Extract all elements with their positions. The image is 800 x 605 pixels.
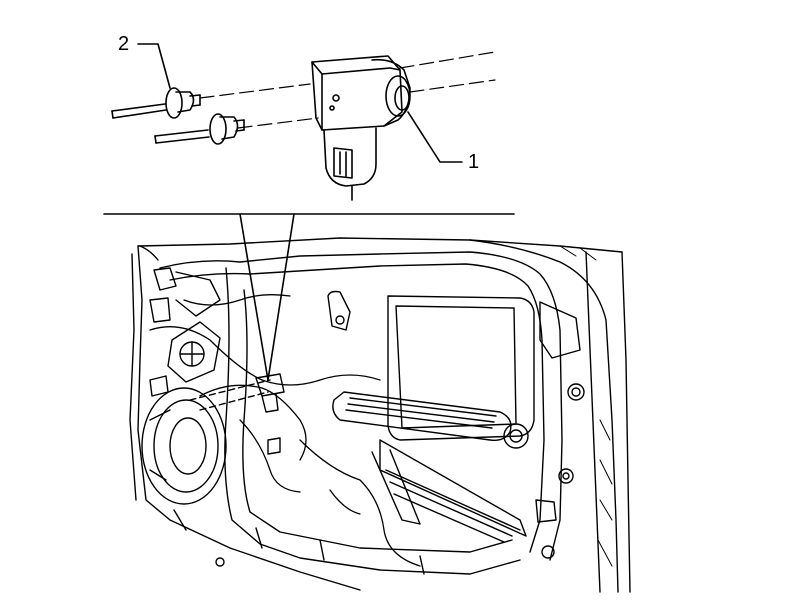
- location-leaders: [103, 213, 515, 381]
- bolt-lower: [154, 113, 245, 145]
- wiring-harness: [149, 294, 421, 567]
- grommet-upper: [167, 321, 221, 383]
- exploded-view: [103, 43, 515, 381]
- callout-1-leader: [407, 111, 463, 163]
- bolt-upper: [111, 87, 201, 119]
- callout-2-label: 2: [118, 33, 130, 55]
- sensor-module: [311, 55, 411, 201]
- speaker: [141, 387, 227, 505]
- alignment-lines: [199, 51, 496, 129]
- callout-2-leader: [137, 43, 171, 89]
- door-panel: [129, 237, 631, 593]
- callout-1-label: 1: [468, 151, 480, 173]
- sensor-location: [189, 373, 285, 455]
